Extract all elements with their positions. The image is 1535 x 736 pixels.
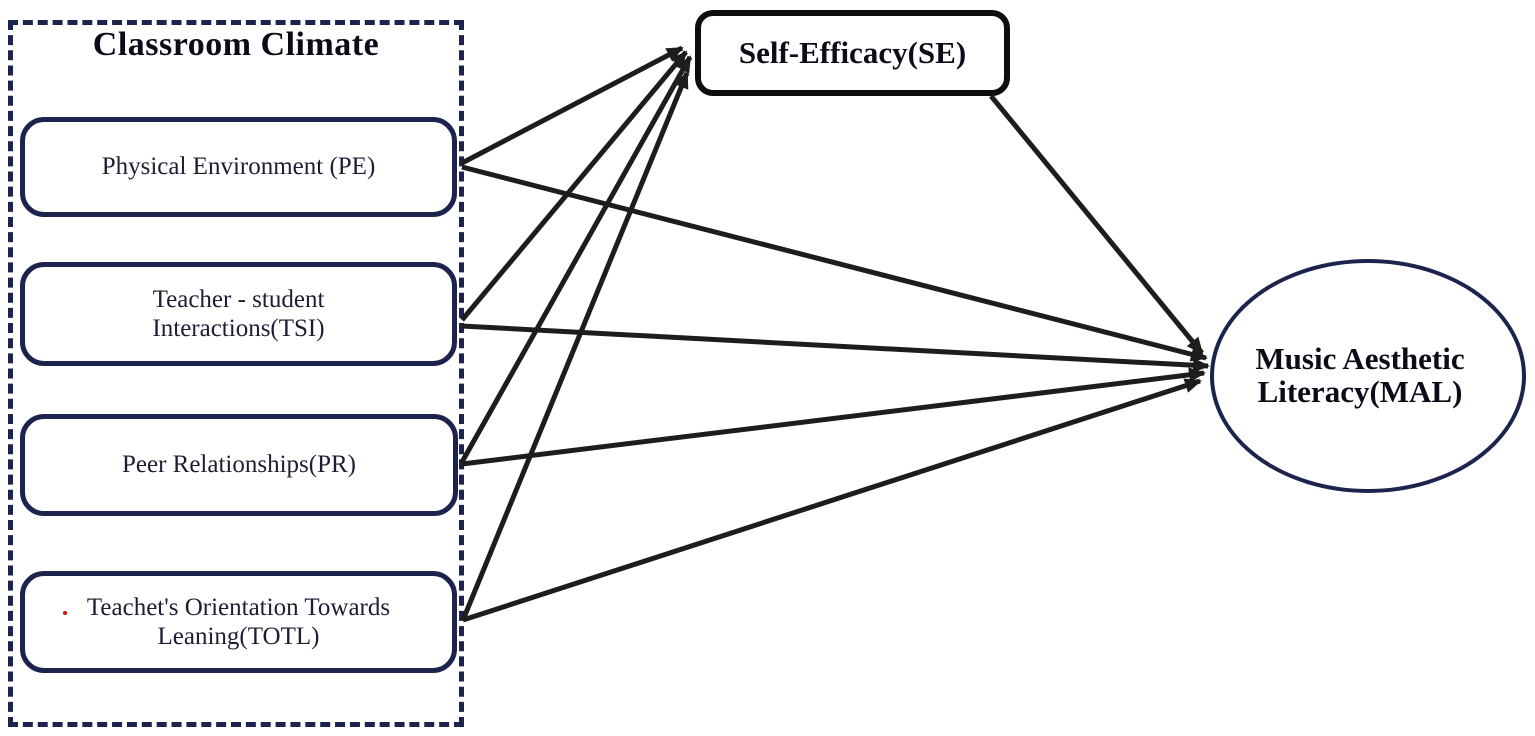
node-music-aesthetic-literacy-label: Music Aesthetic Literacy(MAL)	[1255, 343, 1464, 408]
mal-label-line2: Literacy(MAL)	[1257, 374, 1463, 409]
edge-totl-to-se	[460, 71, 690, 621]
node-teacher-student-interactions: Teacher - student Interactions(TSI)	[20, 262, 457, 366]
node-peer-relationships: Peer Relationships(PR)	[20, 414, 458, 516]
stray-red-mark	[63, 611, 67, 615]
node-teacher-student-interactions-label: Teacher - student Interactions(TSI)	[152, 285, 324, 344]
node-peer-relationships-label: Peer Relationships(PR)	[121, 451, 356, 479]
edge-tsi-to-se	[460, 50, 688, 322]
edge-pe-to-se	[460, 45, 684, 166]
node-teachers-orientation: Teachet's Orientation Towards Leaning(TO…	[20, 571, 457, 673]
node-physical-environment: Physical Environment (PE)	[20, 117, 457, 217]
edge-tsi-to-mal	[461, 323, 1210, 373]
node-self-efficacy-label: Self-Efficacy(SE)	[738, 35, 967, 70]
node-physical-environment-label: Physical Environment (PE)	[101, 153, 376, 181]
edge-pr-to-se	[459, 55, 693, 464]
mal-label-line1: Music Aesthetic	[1255, 341, 1465, 377]
classroom-climate-title: Classroom Climate	[92, 26, 380, 63]
node-music-aesthetic-literacy: Music Aesthetic Literacy(MAL)	[1210, 259, 1526, 493]
edge-pe-to-mal	[461, 164, 1208, 362]
edge-se-to-mal	[989, 94, 1204, 355]
node-teachers-orientation-label: Teachet's Orientation Towards Leaning(TO…	[87, 593, 390, 652]
tsi-label-line1: Teacher - student	[152, 285, 325, 313]
edge-pr-to-mal	[461, 367, 1206, 467]
node-self-efficacy: Self-Efficacy(SE)	[695, 10, 1010, 96]
totl-label-line1: Teachet's Orientation Towards	[86, 593, 391, 621]
totl-label-line2: Leaning(TOTL)	[157, 623, 320, 650]
edge-totl-to-mal	[462, 378, 1202, 623]
tsi-label-line2: Interactions(TSI)	[152, 315, 325, 342]
